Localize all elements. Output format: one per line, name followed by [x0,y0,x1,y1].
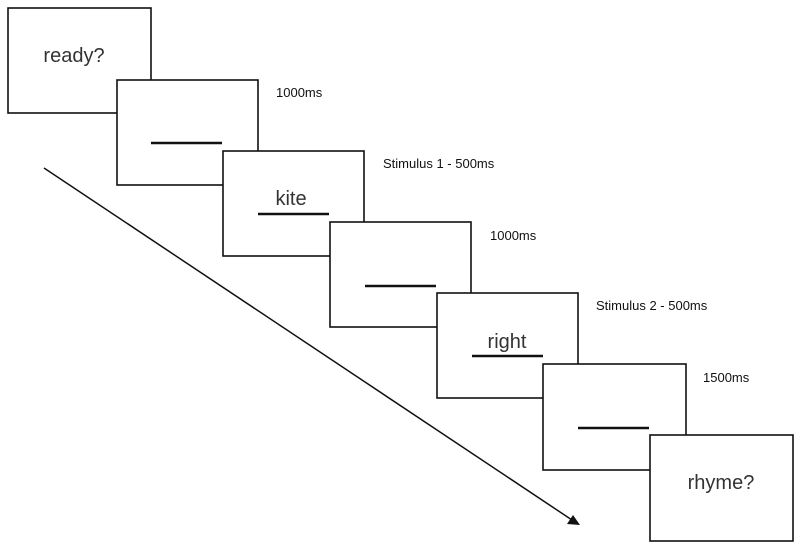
screen-word-ready: ready? [43,45,104,67]
time-arrow [43,167,580,525]
screen-rhyme: rhyme? [649,434,794,542]
timing-label-stimulus-1: Stimulus 1 - 500ms [383,156,495,171]
time-arrow-line [43,167,573,521]
screen-word-stimulus-2: right [488,331,527,353]
screen-frame [649,434,794,542]
timing-label-blank-3: 1500ms [703,370,750,385]
screen-word-rhyme: rhyme? [688,472,755,494]
timing-label-stimulus-2: Stimulus 2 - 500ms [596,298,708,313]
arrowhead-icon [567,515,580,525]
timing-label-blank-1: 1000ms [276,85,323,100]
screen-word-stimulus-1: kite [275,188,306,210]
timing-label-blank-2: 1000ms [490,228,537,243]
